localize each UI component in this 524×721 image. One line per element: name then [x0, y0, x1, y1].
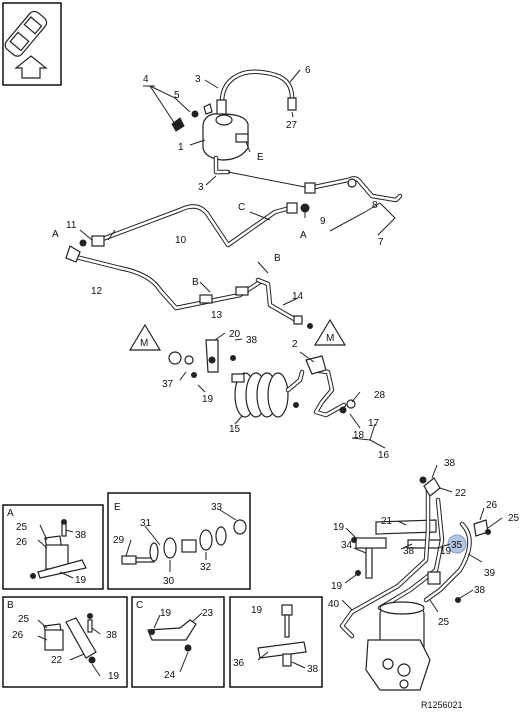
- callout-9: 9: [320, 216, 326, 227]
- callout-12: 12: [91, 286, 103, 297]
- vehicle-outline-icon: [4, 10, 48, 57]
- callout-labels: 4 5 3 6 27 1 E 3 8 7 9 C A 11 A 10 12 B …: [7, 65, 520, 710]
- direction-arrow-icon: [14, 55, 48, 79]
- inset-e-label: E: [114, 502, 121, 513]
- inset-b-label: B: [7, 600, 14, 611]
- inset-a-19: 19: [75, 575, 87, 586]
- callout-19c: 19: [440, 546, 452, 557]
- callout-38c: 38: [403, 546, 415, 557]
- callout-22: 22: [455, 488, 467, 499]
- callout-25: 25: [508, 513, 520, 524]
- callout-3: 3: [195, 74, 201, 85]
- callout-19: 19: [202, 394, 214, 405]
- callout-35-highlight: [447, 534, 467, 554]
- inset-e: [107, 492, 251, 590]
- callout-28: 28: [374, 390, 386, 401]
- callout-26: 26: [486, 500, 498, 511]
- callout-37: 37: [162, 379, 174, 390]
- inset-d: [229, 596, 323, 688]
- inset-a-38: 38: [75, 530, 87, 541]
- callout-19b: 19: [333, 522, 345, 533]
- pipe-7-8: [304, 176, 403, 236]
- callout-38b: 38: [444, 458, 456, 469]
- callout-40: 40: [328, 599, 340, 610]
- callout-15: 15: [229, 424, 241, 435]
- callout-14: 14: [292, 291, 304, 302]
- letter-b-right: B: [274, 253, 281, 264]
- callout-27: 27: [286, 120, 298, 131]
- inset-d-36: 36: [233, 658, 245, 669]
- callout-25b: 25: [438, 617, 450, 628]
- inset-b-25: 25: [18, 614, 30, 625]
- callout-21: 21: [381, 516, 393, 527]
- inset-c-19: 19: [160, 608, 172, 619]
- callout-38: 38: [246, 335, 258, 346]
- leader-lines-top: [143, 69, 311, 189]
- inset-b-26: 26: [12, 630, 24, 641]
- m-triangle-left: [128, 323, 162, 351]
- reservoir-group: [171, 69, 297, 175]
- inset-e-29: 29: [113, 535, 125, 546]
- callout-13: 13: [211, 310, 223, 321]
- inset-b-38: 38: [106, 630, 118, 641]
- cooler-15-group: [168, 339, 356, 418]
- document-id: R1256021: [421, 700, 463, 710]
- callout-38d: 38: [474, 585, 486, 596]
- callout-2: 2: [292, 339, 298, 350]
- callout-7: 7: [378, 237, 384, 248]
- callout-8: 8: [372, 200, 378, 211]
- inset-d-19: 19: [251, 605, 263, 616]
- letter-a-right: A: [300, 230, 307, 241]
- letter-m-right: M: [326, 333, 334, 344]
- inset-e-32: 32: [200, 562, 212, 573]
- leader-lines-mid: [79, 211, 386, 449]
- callout-34: 34: [341, 540, 353, 551]
- inset-b-19: 19: [108, 671, 120, 682]
- callout-5: 5: [174, 90, 180, 101]
- callout-20: 20: [229, 329, 241, 340]
- inset-e-30: 30: [163, 576, 175, 587]
- callout-1: 1: [178, 142, 184, 153]
- letter-m-left: M: [140, 338, 148, 349]
- m-triangle-right: [313, 318, 347, 346]
- letter-e: E: [257, 152, 264, 163]
- letter-c: C: [238, 202, 245, 213]
- inset-b: [2, 596, 128, 688]
- callout-39: 39: [484, 568, 496, 579]
- inset-e-31: 31: [140, 518, 152, 529]
- callout-4: 4: [143, 74, 149, 85]
- callout-10: 10: [175, 235, 187, 246]
- callout-3b: 3: [198, 182, 204, 193]
- inset-a: [2, 504, 104, 590]
- inset-c-24: 24: [164, 670, 176, 681]
- letter-b: B: [192, 277, 199, 288]
- callout-16: 16: [378, 450, 390, 461]
- inset-c: [131, 596, 225, 688]
- inset-c-label: C: [136, 600, 143, 611]
- inset-a-26: 26: [16, 537, 28, 548]
- inset-e-33: 33: [211, 502, 223, 513]
- callout-11: 11: [66, 220, 77, 231]
- callout-35: 35: [451, 540, 463, 551]
- inset-a-label: A: [7, 508, 14, 519]
- pump-assembly-bottom-right: [339, 476, 491, 691]
- callout-6: 6: [305, 65, 311, 76]
- callout-19d: 19: [331, 581, 343, 592]
- callout-17: 17: [368, 418, 380, 429]
- inset-c-23: 23: [202, 608, 214, 619]
- pipe-10-12-13: [65, 202, 313, 329]
- inset-b-22: 22: [51, 655, 63, 666]
- inset-d-38: 38: [307, 664, 319, 675]
- leader-lines-bottom-right: [341, 464, 503, 613]
- letter-a-left: A: [52, 229, 59, 240]
- inset-a-25: 25: [16, 522, 28, 533]
- callout-18: 18: [353, 430, 365, 441]
- orientation-box: [2, 2, 62, 86]
